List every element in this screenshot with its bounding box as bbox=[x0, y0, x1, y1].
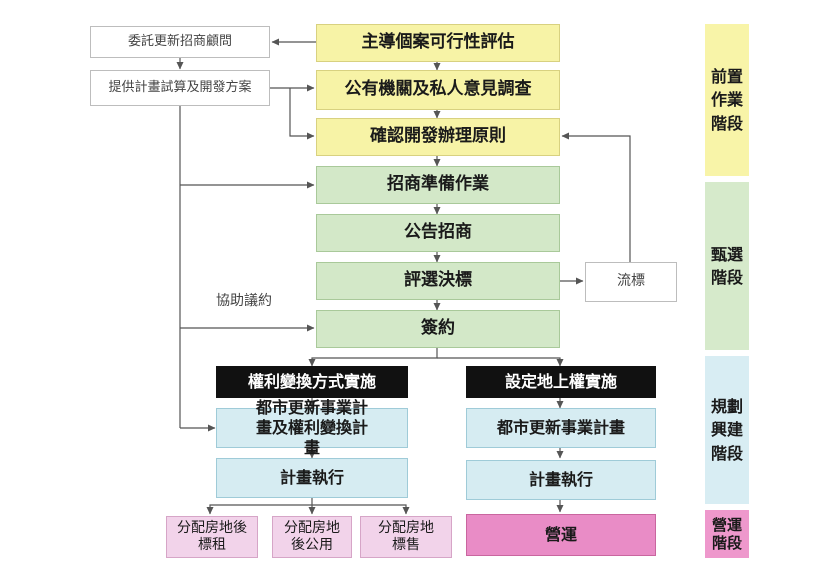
box-operation: 營運 bbox=[466, 514, 656, 556]
box-urban-plan-right: 都市更新事業計畫 bbox=[466, 408, 656, 448]
stage-operation: 營運階段 bbox=[705, 510, 749, 558]
box-survey: 公有機關及私人意見調查 bbox=[316, 70, 560, 110]
stage-selection: 甄選階段 bbox=[705, 182, 749, 350]
box-failed-bid: 流標 bbox=[585, 262, 677, 302]
box-principles: 確認開發辦理原則 bbox=[316, 118, 560, 156]
box-preparation: 招商準備作業 bbox=[316, 166, 560, 204]
box-alloc-rent: 分配房地後標租 bbox=[166, 516, 258, 558]
stage-planning: 規劃興建階段 bbox=[705, 356, 749, 504]
box-proposal: 提供計畫試算及開發方案 bbox=[90, 70, 270, 106]
header-superficies: 設定地上權實施 bbox=[466, 366, 656, 398]
box-announce: 公告招商 bbox=[316, 214, 560, 252]
box-feasibility: 主導個案可行性評估 bbox=[316, 24, 560, 62]
stage-pre: 前置作業階段 bbox=[705, 24, 749, 176]
box-alloc-sale: 分配房地標售 bbox=[360, 516, 452, 558]
box-execution-right: 計畫執行 bbox=[466, 460, 656, 500]
label-negotiation: 協助議約 bbox=[216, 293, 272, 309]
box-alloc-public: 分配房地後公用 bbox=[272, 516, 352, 558]
box-urban-plan-left: 都市更新事業計畫及權利變換計畫 bbox=[216, 398, 408, 457]
box-contract: 簽約 bbox=[316, 310, 560, 348]
box-entrust-consultant: 委託更新招商顧問 bbox=[90, 26, 270, 58]
header-rights-exchange: 權利變換方式實施 bbox=[216, 366, 408, 398]
box-execution-left: 計畫執行 bbox=[216, 458, 408, 498]
box-evaluation: 評選決標 bbox=[316, 262, 560, 300]
